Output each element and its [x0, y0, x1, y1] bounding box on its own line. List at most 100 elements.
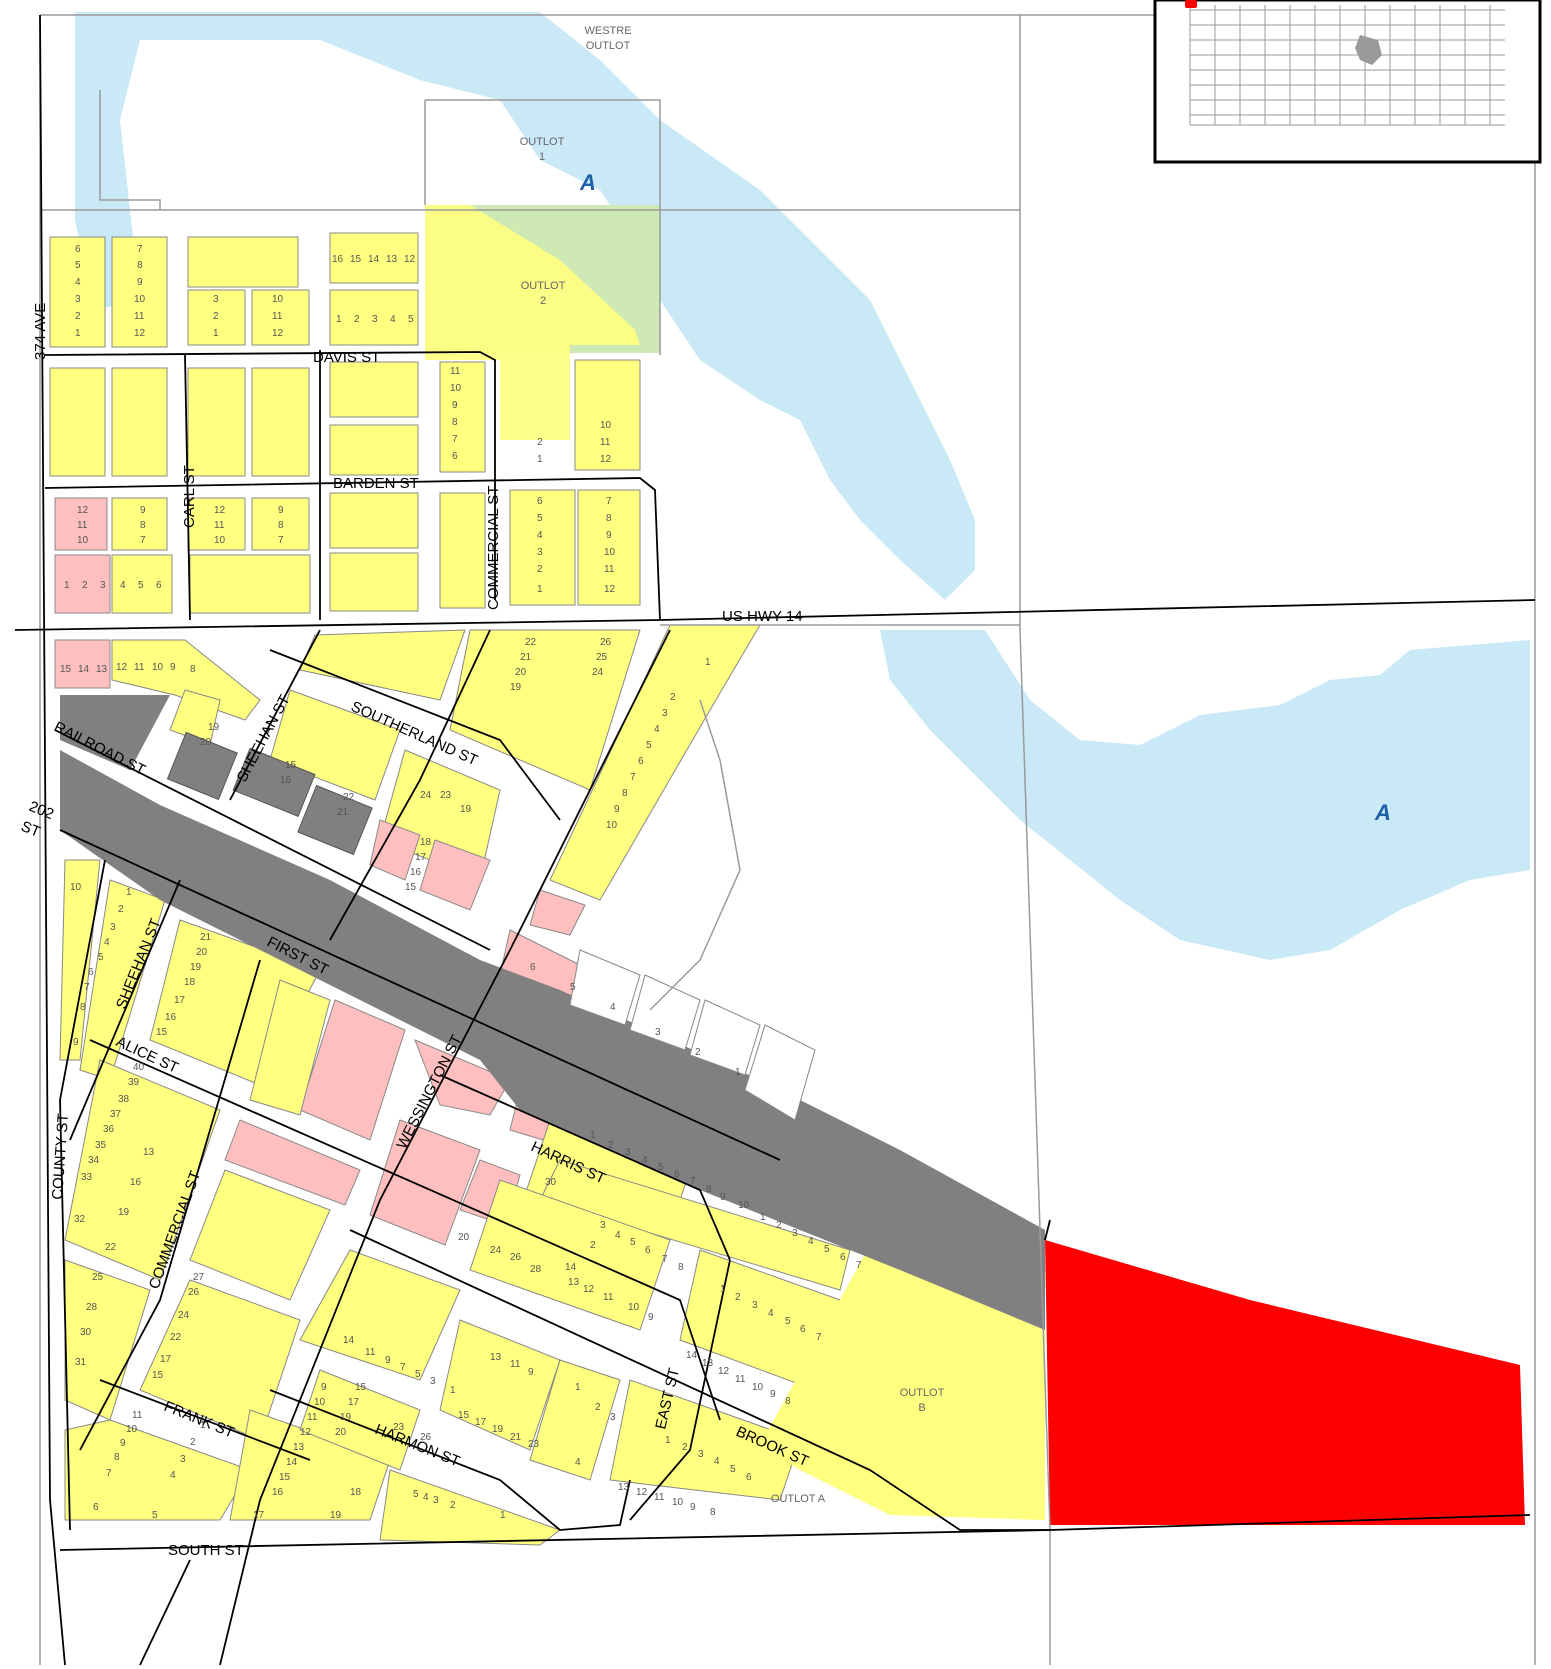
lot-number: 22 — [343, 792, 355, 803]
lot-number: 1 — [537, 584, 543, 595]
lot-number: 26 — [188, 1287, 200, 1298]
lot-number: 10 — [77, 535, 89, 546]
lot-number: 9 — [120, 1438, 126, 1449]
lot-number: 2 — [735, 1292, 741, 1303]
road-wessington — [219, 629, 671, 1666]
lot-number: 1 — [705, 657, 711, 668]
lot-number: 22 — [170, 1332, 182, 1343]
lot-number: 12 — [604, 584, 616, 595]
lot-number: 16 — [130, 1177, 142, 1188]
lot-number: 18 — [350, 1487, 362, 1498]
lot-number: 8 — [190, 664, 196, 675]
lot-number: 1 — [590, 1130, 596, 1141]
lot-number: 1 — [450, 1385, 456, 1396]
lot-number: 2 — [213, 311, 219, 322]
lot-number: 5 — [413, 1489, 419, 1500]
lot-number: 3 — [100, 580, 106, 591]
road-alice — [89, 1039, 721, 1421]
lot-number: 12 — [636, 1487, 648, 1498]
outlot-2-number: 2 — [540, 295, 546, 307]
locator-marker — [1185, 0, 1197, 8]
lot-number: 11 — [450, 366, 461, 377]
lot-number: 30 — [545, 1177, 557, 1188]
lot-number: 12 — [718, 1366, 730, 1377]
lot-number: 19 — [118, 1207, 130, 1218]
lot-number: 16 — [332, 254, 344, 265]
lot-number: 34 — [88, 1155, 100, 1166]
lot-number: 19 — [492, 1424, 504, 1435]
lot-number: 2 — [776, 1220, 782, 1231]
lot-number: 31 — [75, 1357, 87, 1368]
lot-number: 17 — [253, 1510, 265, 1521]
lot-number: 4 — [768, 1308, 774, 1319]
lot-number: 18 — [184, 977, 196, 988]
lot-number: 23 — [528, 1439, 540, 1450]
lot-number: 8 — [622, 788, 628, 799]
lot-number: 11 — [134, 311, 145, 322]
lot-number: 12 — [214, 505, 226, 516]
lot-number: 10 — [606, 820, 618, 831]
lot-number: 24 — [420, 790, 432, 801]
lot-number: 22 — [105, 1242, 117, 1253]
road-harmon — [269, 1389, 631, 1531]
lot-number: 9 — [648, 1312, 654, 1323]
street-us-hwy-14: US HWY 14 — [722, 608, 803, 625]
lot-number: 2 — [590, 1240, 596, 1251]
road-frank — [99, 1379, 311, 1461]
lot-number: 11 — [600, 437, 611, 448]
lot-number: 10 — [752, 1382, 764, 1393]
lot-number: 10 — [152, 662, 164, 673]
lot-number: 19 — [460, 804, 472, 815]
lot-number: 1 — [575, 1382, 581, 1393]
lot-number: 11 — [77, 520, 88, 531]
lot-number: 6 — [93, 1502, 99, 1513]
road-southerland — [269, 649, 561, 821]
lot-number: 27 — [193, 1272, 205, 1283]
lot-number: 32 — [74, 1214, 86, 1225]
lot-number: 7 — [400, 1362, 406, 1373]
outlot-2-parcel — [425, 205, 640, 440]
lot-number: 11 — [134, 662, 145, 673]
lot-number: 17 — [348, 1397, 360, 1408]
lot-number: 6 — [75, 244, 81, 255]
lot-number: 1 — [75, 328, 81, 339]
lot-number: 6 — [645, 1245, 651, 1256]
lot-number: 8 — [80, 1002, 86, 1013]
lot-number: 5 — [537, 513, 543, 524]
lot-number: 5 — [646, 740, 652, 751]
parcel-lines — [39, 14, 1536, 1665]
lot-number: 1 — [64, 580, 70, 591]
road-commercial-s — [79, 959, 261, 1451]
lot-number: 7 — [690, 1176, 696, 1187]
lot-number: 9 — [452, 400, 458, 411]
lot-number: 2 — [190, 1437, 196, 1448]
outlot-westre-label-2: OUTLOT — [586, 40, 631, 52]
lot-number: 4 — [75, 277, 81, 288]
street-barden: BARDEN ST — [333, 475, 419, 492]
lot-number: 1 — [537, 454, 543, 465]
lot-number: 5 — [570, 982, 576, 993]
zone-label-a-north: A — [579, 170, 596, 195]
lot-number: 11 — [603, 1292, 614, 1303]
lot-number: 25 — [92, 1272, 104, 1283]
street-commercial-n: COMMERCIAL ST — [485, 486, 502, 610]
lot-number: 7 — [856, 1260, 862, 1271]
lot-number: 24 — [592, 667, 604, 678]
lot-number: 11 — [735, 1374, 746, 1385]
outlot-b-label: OUTLOT — [900, 1387, 945, 1399]
lot-number: 9 — [606, 530, 612, 541]
lot-number: 21 — [520, 652, 532, 663]
lot-number: 16 — [272, 1487, 284, 1498]
lot-number: 9 — [720, 1192, 726, 1203]
lot-number: 13 — [143, 1147, 155, 1158]
floodway-zone-north — [75, 12, 975, 600]
street-carl: CARL ST — [181, 465, 198, 528]
lot-number: 4 — [104, 937, 110, 948]
road-network — [14, 14, 1536, 1666]
lot-number: 10 — [450, 383, 462, 394]
outlot-b-letter: B — [918, 1402, 925, 1414]
outlot-1-label: OUTLOT — [520, 136, 565, 148]
lot-number: 5 — [98, 952, 104, 963]
lot-number: 1 — [126, 887, 132, 898]
lot-number: 2 — [75, 311, 81, 322]
